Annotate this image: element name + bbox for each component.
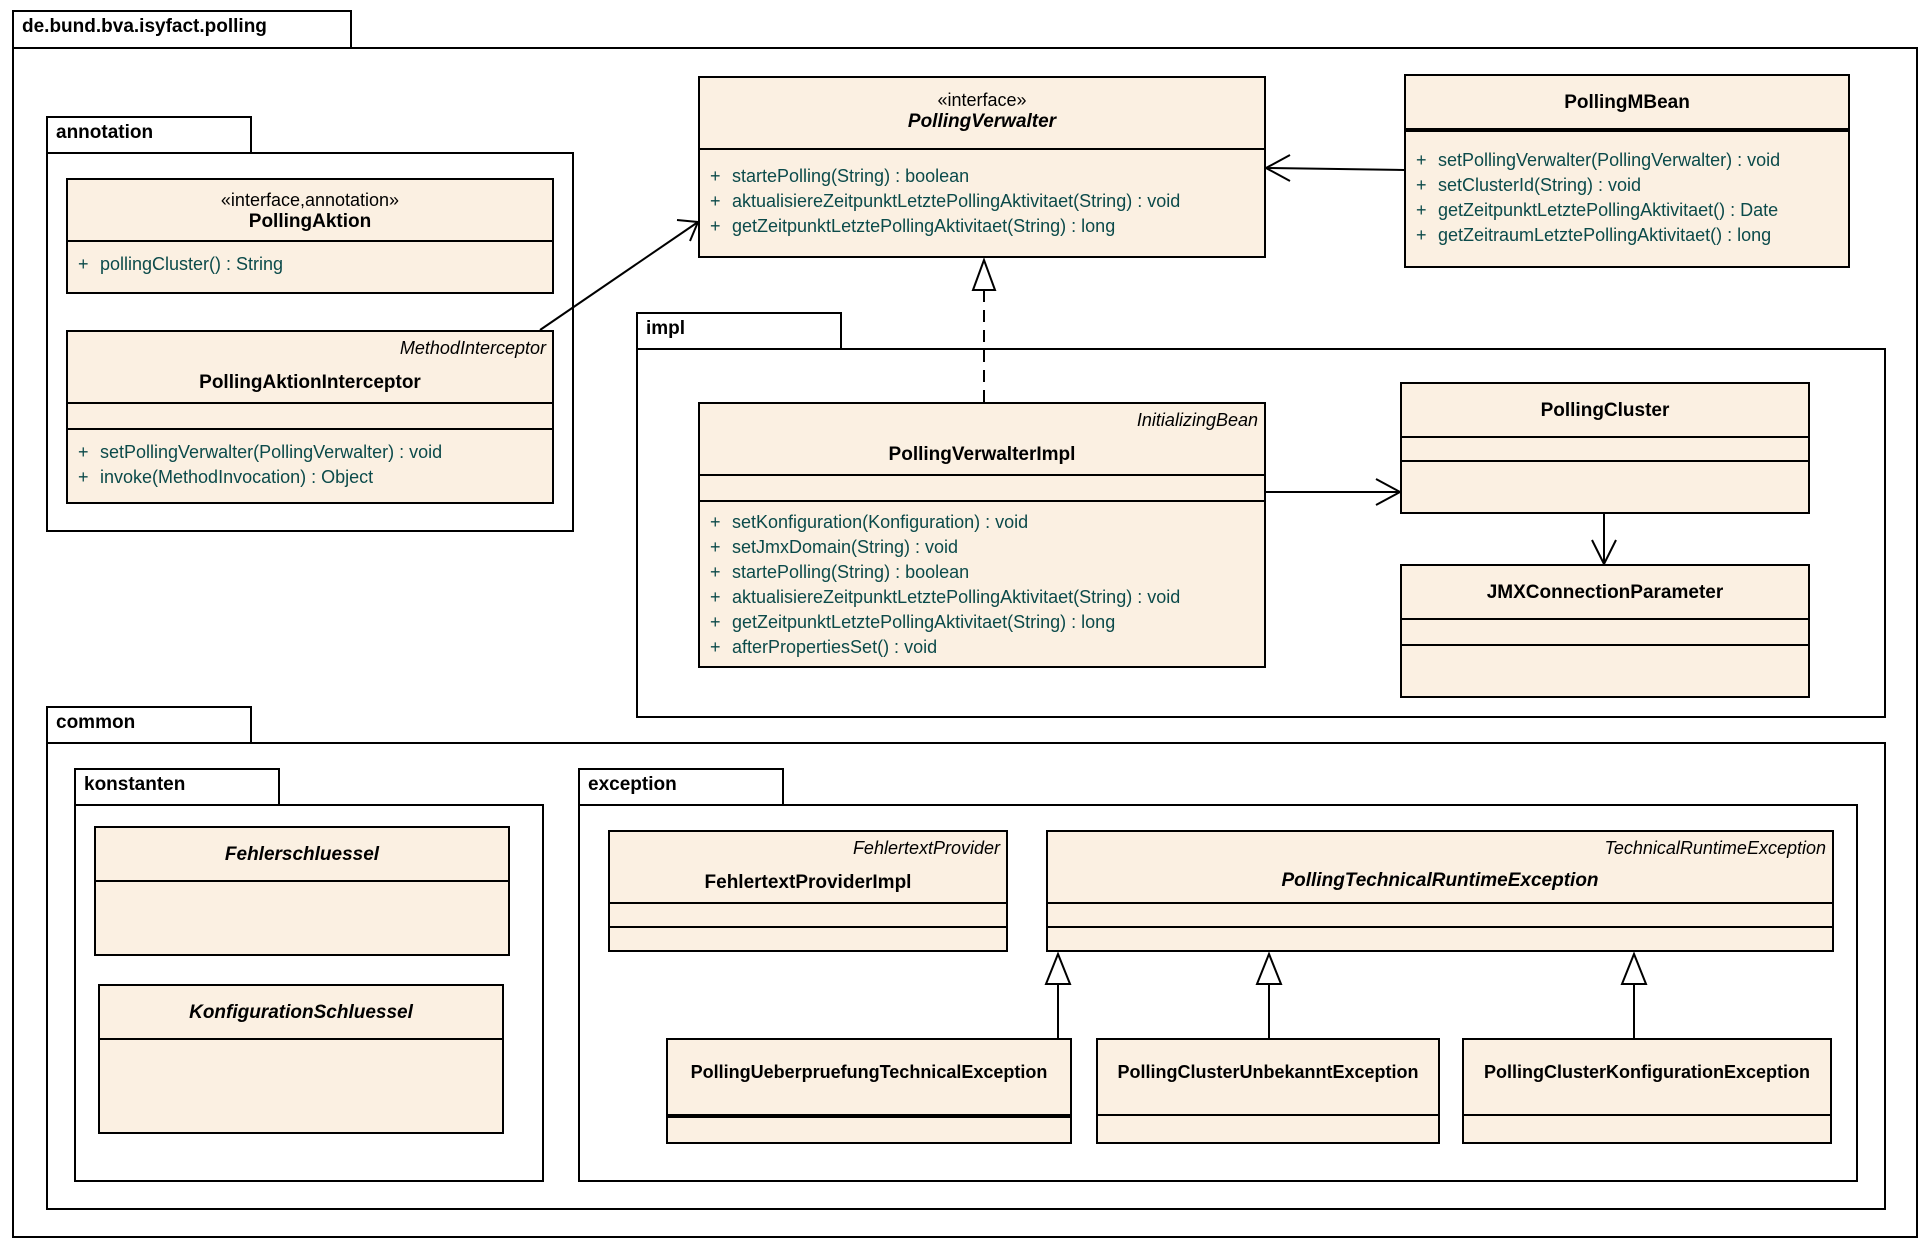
implemented-interface-label: InitializingBean (1136, 410, 1258, 430)
class-name: PollingAktionInterceptor (199, 372, 421, 393)
class-konfiguration-schluessel[interactable]: KonfigurationSchluessel (98, 984, 504, 1134)
class-fehlerschluessel[interactable]: Fehlerschluessel (94, 826, 510, 956)
class-name: PollingClusterUnbekanntException (1117, 1062, 1419, 1082)
attributes-compartment (1406, 130, 1848, 132)
class-polling-verwalter[interactable]: «interface» PollingVerwalter +startePoll… (698, 76, 1266, 258)
operation: +invoke(MethodInvocation) : Object (78, 467, 374, 487)
operations-list: +setKonfiguration(Konfiguration) : void … (700, 502, 1264, 660)
class-name: PollingTechnicalRuntimeException (1281, 870, 1599, 891)
package-tab-annotation[interactable]: annotation (46, 116, 252, 154)
operations-list: +setPollingVerwalter(PollingVerwalter) :… (1406, 132, 1848, 248)
class-polling-cluster[interactable]: PollingCluster (1400, 382, 1810, 514)
attributes-compartment (1048, 904, 1832, 928)
operation: +setKonfiguration(Konfiguration) : void (710, 512, 1029, 532)
class-name: PollingVerwalterImpl (888, 444, 1076, 465)
attributes-compartment (1402, 438, 1808, 462)
class-name: PollingUeberpruefungTechnicalException (690, 1062, 1048, 1082)
operations-list: +pollingCluster() : String (68, 242, 552, 277)
class-fehlertext-provider-impl[interactable]: FehlertextProvider FehlertextProviderImp… (608, 830, 1008, 952)
operation: +pollingCluster() : String (78, 254, 284, 274)
operation: +setJmxDomain(String) : void (710, 537, 959, 557)
class-polling-verwalter-impl[interactable]: InitializingBean PollingVerwalterImpl +s… (698, 402, 1266, 668)
class-header: PollingClusterKonfigurationException (1464, 1040, 1830, 1116)
class-header: «interface,annotation» PollingAktion (68, 180, 552, 242)
operation: +setClusterId(String) : void (1416, 175, 1642, 195)
class-jmx-connection-parameter[interactable]: JMXConnectionParameter (1400, 564, 1810, 698)
class-polling-cluster-unbekannt-exception[interactable]: PollingClusterUnbekanntException (1096, 1038, 1440, 1144)
class-name: JMXConnectionParameter (1486, 582, 1724, 603)
class-name: PollingCluster (1540, 400, 1670, 421)
package-tab-konstanten[interactable]: konstanten (74, 768, 280, 806)
class-name: PollingVerwalter (907, 111, 1057, 132)
package-tab-exception[interactable]: exception (578, 768, 784, 806)
class-polling-technical-runtime-exception[interactable]: TechnicalRuntimeException PollingTechnic… (1046, 830, 1834, 952)
class-header: KonfigurationSchluessel (100, 986, 502, 1040)
class-polling-cluster-konfiguration-exception[interactable]: PollingClusterKonfigurationException (1462, 1038, 1832, 1144)
class-header: PollingUeberpruefungTechnicalException (668, 1040, 1070, 1116)
package-tab-common[interactable]: common (46, 706, 252, 744)
class-header: InitializingBean PollingVerwalterImpl (700, 404, 1264, 476)
class-header: FehlertextProvider FehlertextProviderImp… (610, 832, 1006, 904)
class-polling-aktion-interceptor[interactable]: MethodInterceptor PollingAktionIntercept… (66, 330, 554, 504)
operation: +aktualisiereZeitpunktLetztePollingAktiv… (710, 191, 1181, 211)
class-name: PollingMBean (1564, 92, 1690, 113)
operation: +getZeitpunktLetztePollingAktivitaet(Str… (710, 216, 1116, 236)
class-header: MethodInterceptor PollingAktionIntercept… (68, 332, 552, 404)
operation: +getZeitpunktLetztePollingAktivitaet() :… (1416, 200, 1779, 220)
operation: +aktualisiereZeitpunktLetztePollingAktiv… (710, 587, 1181, 607)
operations-list: +setPollingVerwalter(PollingVerwalter) :… (68, 430, 552, 490)
attributes-compartment (1402, 620, 1808, 646)
class-name: PollingAktion (248, 211, 372, 232)
operations-list: +startePolling(String) : boolean +aktual… (700, 150, 1264, 239)
package-tab-impl[interactable]: impl (636, 312, 842, 350)
stereotype-label: «interface,annotation» (220, 190, 400, 210)
implemented-interface-label: MethodInterceptor (399, 338, 546, 358)
operation: +setPollingVerwalter(PollingVerwalter) :… (1416, 150, 1781, 170)
class-header: PollingClusterUnbekanntException (1098, 1040, 1438, 1116)
attributes-compartment (668, 1116, 1070, 1118)
class-header: PollingMBean (1406, 76, 1848, 130)
operation: +startePolling(String) : boolean (710, 166, 970, 186)
class-name: KonfigurationSchluessel (189, 1002, 413, 1023)
class-header: Fehlerschluessel (96, 828, 508, 882)
operation: +getZeitraumLetztePollingAktivitaet() : … (1416, 225, 1772, 245)
class-polling-ueberpruefung-technical-exception[interactable]: PollingUeberpruefungTechnicalException (666, 1038, 1072, 1144)
attributes-compartment (68, 404, 552, 430)
operation: +setPollingVerwalter(PollingVerwalter) :… (78, 442, 443, 462)
attributes-compartment (610, 904, 1006, 928)
operation: +afterPropertiesSet() : void (710, 637, 938, 657)
class-header: PollingCluster (1402, 384, 1808, 438)
class-polling-mbean[interactable]: PollingMBean +setPollingVerwalter(Pollin… (1404, 74, 1850, 268)
class-name: Fehlerschluessel (224, 844, 380, 865)
class-polling-aktion[interactable]: «interface,annotation» PollingAktion +po… (66, 178, 554, 294)
operation: +getZeitpunktLetztePollingAktivitaet(Str… (710, 612, 1116, 632)
stereotype-label: «interface» (937, 90, 1027, 110)
package-tab-root[interactable]: de.bund.bva.isyfact.polling (12, 10, 352, 48)
class-header: TechnicalRuntimeException PollingTechnic… (1048, 832, 1832, 904)
attributes-compartment (700, 476, 1264, 502)
implemented-interface-label: TechnicalRuntimeException (1604, 838, 1826, 858)
operation: +startePolling(String) : boolean (710, 562, 970, 582)
class-name: FehlertextProviderImpl (704, 872, 912, 893)
class-header: JMXConnectionParameter (1402, 566, 1808, 620)
implemented-interface-label: FehlertextProvider (852, 838, 1000, 858)
class-name: PollingClusterKonfigurationException (1483, 1062, 1810, 1082)
class-header: «interface» PollingVerwalter (700, 78, 1264, 150)
